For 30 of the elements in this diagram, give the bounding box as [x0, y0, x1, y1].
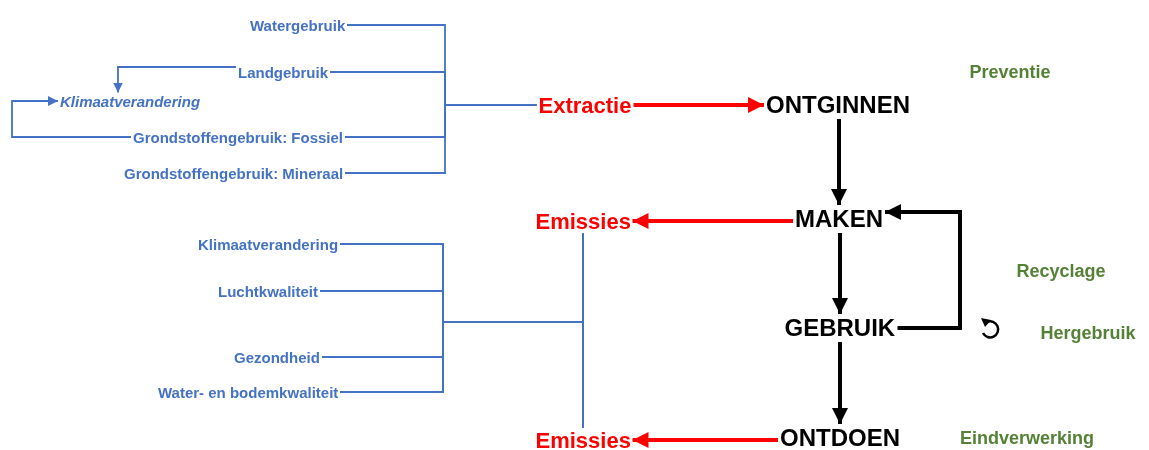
impact-label: Grondstoffengebruik: Mineraal — [124, 164, 344, 182]
arrow — [632, 432, 778, 448]
impact-label: Grondstoffengebruik: Fossiel — [133, 128, 343, 146]
stage-label: ONTDOEN — [780, 424, 900, 450]
arrow — [632, 213, 793, 229]
impact-label: Klimaatverandering — [60, 92, 201, 110]
impact-label: Water- en bodemkwaliteit — [158, 383, 339, 401]
impact-label: Landgebruik — [238, 63, 328, 81]
impact-label: Watergebruik — [250, 16, 346, 34]
stage-note: Preventie — [969, 61, 1051, 83]
flow-label: Extractie — [538, 92, 632, 118]
stage-note: Recyclage — [1016, 260, 1106, 282]
impact-label: Luchtkwaliteit — [218, 282, 318, 300]
arrow — [113, 66, 237, 94]
flow-label: Emissies — [535, 208, 631, 234]
stage-note: Hergebruik — [1040, 322, 1136, 344]
arrow — [11, 96, 132, 138]
arrow — [633, 97, 764, 113]
stage-label: GEBRUIK — [784, 314, 896, 342]
stage-label: ONTGINNEN — [766, 91, 910, 119]
flow-label: Emissies — [535, 427, 631, 450]
arrow — [831, 119, 847, 205]
impact-label: Gezondheid — [234, 348, 320, 366]
arrow — [832, 233, 848, 314]
stage-note: Eindverwerking — [960, 427, 1095, 449]
arrow — [885, 204, 962, 330]
impact-label: Klimaatverandering — [198, 235, 339, 253]
arrow — [832, 342, 848, 424]
connector-line — [344, 104, 538, 174]
stage-label: MAKEN — [795, 205, 883, 233]
